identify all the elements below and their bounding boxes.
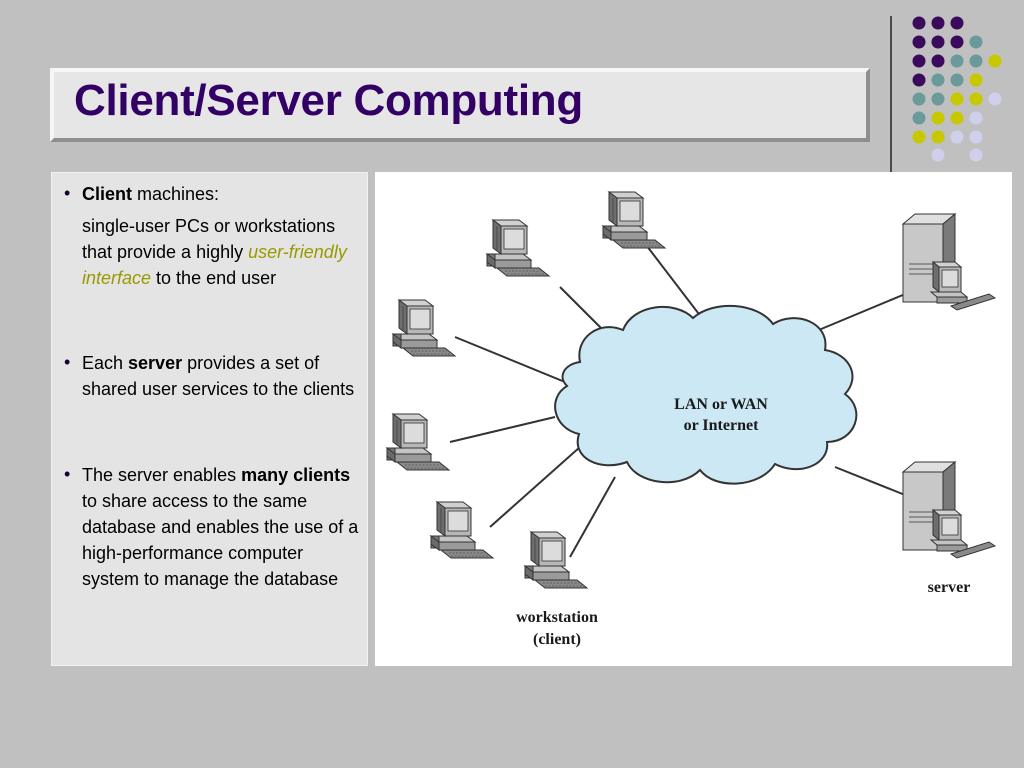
emphasis-text: user-friendly interface	[82, 242, 347, 288]
server-label: server	[928, 579, 971, 596]
bullet-server: Each server provides a set of shared use…	[82, 353, 355, 399]
client-label-line1: workstation	[516, 609, 598, 626]
dot-row-4	[912, 73, 983, 87]
bullet-many-clients: The server enables many clients to share…	[82, 465, 359, 589]
workstation-icon	[602, 191, 666, 249]
workstation-icon	[386, 413, 450, 471]
client-description: single-user PCs or workstations that pro…	[82, 216, 347, 288]
bullet-dot: •	[64, 464, 71, 484]
slide-title: Client/Server Computing	[74, 76, 583, 125]
dot-row-8	[931, 148, 983, 162]
dot-row-7	[912, 130, 983, 144]
network-diagram: LAN or WAN or Internet server workstatio…	[386, 191, 996, 648]
cloud-label-line2: or Internet	[684, 417, 759, 434]
dot-row-1	[912, 16, 964, 30]
bold-client: Client	[82, 184, 133, 204]
server-icon	[902, 213, 996, 311]
bullet-client: Client machines: single-user PCs or work…	[82, 181, 362, 291]
workstation-icon	[430, 501, 494, 559]
decorative-dot-grid	[912, 16, 1002, 162]
bullet-dot: •	[64, 183, 71, 203]
title-box: Client/Server Computing	[50, 68, 870, 142]
cloud-label-line1: LAN or WAN	[674, 396, 768, 413]
text-panel: • Client machines: single-user PCs or wo…	[51, 172, 368, 666]
workstation-icon	[524, 531, 588, 589]
divider-line	[890, 16, 892, 174]
workstation-icon	[486, 219, 550, 277]
network-cloud	[554, 305, 858, 485]
network-diagram-panel: LAN or WAN or Internet server workstatio…	[375, 172, 1012, 666]
server-icon	[902, 461, 996, 559]
workstation-icon	[392, 299, 456, 357]
client-label-line2: (client)	[533, 631, 581, 648]
dot-row-2	[912, 35, 983, 49]
dot-row-3	[912, 54, 1002, 68]
bullet-dot: •	[64, 352, 71, 372]
dot-row-5	[912, 92, 1002, 106]
dot-row-6	[912, 111, 983, 125]
